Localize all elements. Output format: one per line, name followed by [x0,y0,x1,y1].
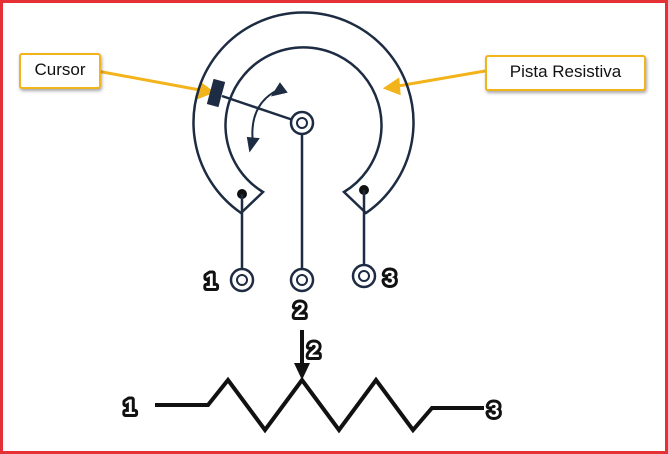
schematic-label-3: 3 [488,399,500,422]
terminal-pad-1 [229,267,255,293]
terminal-pad-2 [289,267,315,293]
pista-arrowhead [382,77,401,96]
track-outer-edge [192,11,415,215]
wiper-arm [221,94,300,124]
resistor-zigzag [155,376,484,434]
cursor-arrowhead [197,81,216,100]
cursor-block [206,78,226,108]
resistive-track [192,11,415,215]
schematic-label-1: 1 [124,396,136,419]
pista-resistiva-callout: Pista Resistiva [485,55,646,91]
rotation-arrow-icon [246,82,288,153]
terminal-pad-3 [351,263,377,289]
pista-callout-line [397,69,486,88]
cursor-callout-line [96,69,201,92]
pista-resistiva-label: Pista Resistiva [509,62,622,81]
schematic-symbol [155,330,484,434]
callout-arrows [96,69,486,100]
terminal-label-3: 3 [384,267,396,290]
wiper-arrowhead [294,363,310,380]
shaft-inner [296,117,308,129]
terminal-label-2: 2 [294,299,306,322]
cursor-label: Cursor [34,60,86,79]
terminal-leads [240,134,366,270]
terminal-label-1: 1 [205,270,217,293]
cursor-callout: Cursor [19,53,101,89]
schematic-label-2: 2 [308,339,320,362]
